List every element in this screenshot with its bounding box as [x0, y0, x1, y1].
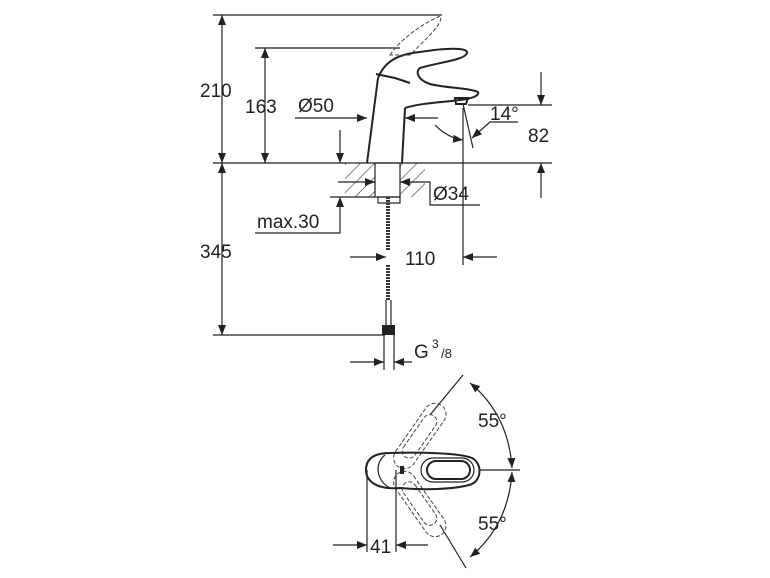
faucet-body — [366, 77, 406, 164]
dim-thread-g: G — [414, 342, 429, 363]
lever-back-limit-line — [429, 374, 464, 416]
deck-hatch-right — [400, 163, 425, 197]
dim-thread-num: 3 — [432, 337, 439, 351]
lever-top — [364, 451, 481, 491]
dim-hose-length: 345 — [200, 242, 232, 263]
dim-spout-angle: 14° — [490, 104, 519, 125]
indicator-mark — [400, 466, 404, 474]
lever-front-phantom — [393, 470, 447, 538]
dim-spout-clearance: 82 — [528, 126, 549, 147]
angle-arc-front — [469, 471, 516, 558]
dim-total-height: 210 — [200, 81, 232, 102]
dim-lever-angle-back: 55° — [478, 411, 507, 432]
dim-max-thickness: max.30 — [257, 212, 319, 233]
angle-arc-back — [469, 382, 516, 469]
deck-hatch-left — [345, 163, 375, 197]
top-view: 55° 55° 41 — [333, 374, 520, 569]
dim-spout-reach: 110 — [405, 249, 435, 270]
side-view: 210 163 345 Ø50 max.30 Ø34 14° 82 110 — [200, 14, 552, 370]
dim-30-leader — [255, 197, 344, 234]
dim-hole-diameter: Ø34 — [433, 184, 469, 205]
dim-body-diameter: Ø50 — [298, 96, 334, 117]
dim-lever-offset: 41 — [370, 537, 391, 558]
dim-34-leader — [400, 178, 480, 206]
aerator — [453, 97, 470, 105]
dim-thread-den: /8 — [441, 346, 452, 361]
lever-grip — [426, 460, 471, 480]
lever-closed — [375, 73, 411, 84]
dim-spout-height: 163 — [245, 97, 277, 118]
dim-lever-angle-front: 55° — [478, 514, 507, 535]
lever-back-phantom — [393, 402, 447, 470]
shank — [374, 162, 401, 198]
faucet-spout — [377, 47, 480, 109]
angle-arc — [434, 124, 464, 143]
hose-connector — [382, 325, 395, 335]
lever-front-limit-line — [439, 524, 467, 569]
spout-angle-line — [462, 103, 474, 149]
